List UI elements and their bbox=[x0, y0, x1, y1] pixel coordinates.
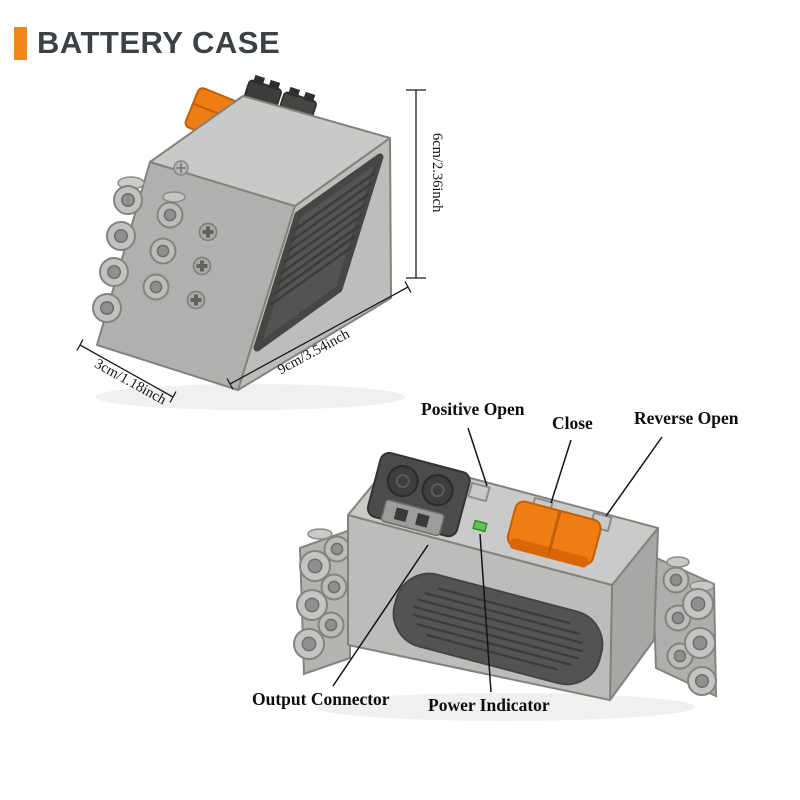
technic-pins bbox=[92, 176, 186, 323]
screw bbox=[173, 160, 189, 176]
close-label: Close bbox=[552, 413, 593, 433]
vent-panel bbox=[253, 153, 384, 352]
switch-lever bbox=[506, 500, 602, 568]
power-indicator-led bbox=[472, 519, 488, 533]
output-connector-block bbox=[366, 451, 471, 538]
vent-panel bbox=[392, 572, 604, 686]
title-block: BATTERY CASE bbox=[14, 25, 280, 61]
left-pins bbox=[293, 528, 351, 676]
power-indicator-label: Power Indicator bbox=[428, 695, 550, 715]
accent-bar bbox=[14, 26, 27, 60]
axle-holes bbox=[186, 222, 218, 310]
right-pins bbox=[650, 554, 718, 698]
page-title: BATTERY CASE bbox=[37, 25, 281, 60]
battery-case-detail-figure bbox=[293, 451, 718, 721]
battery-case-isometric-figure bbox=[92, 74, 405, 410]
shadow bbox=[315, 693, 695, 721]
vent-slots bbox=[269, 172, 376, 306]
dimension-lines bbox=[76, 89, 426, 403]
dimension-height-label: 6cm/2.36inch bbox=[429, 133, 445, 213]
reverse-open-label: Reverse Open bbox=[634, 408, 739, 428]
output-connector-label: Output Connector bbox=[252, 689, 390, 709]
shadow bbox=[95, 384, 405, 410]
callout-lines bbox=[332, 427, 663, 693]
top-face bbox=[149, 95, 391, 207]
positive-open-label: Positive Open bbox=[421, 399, 525, 419]
